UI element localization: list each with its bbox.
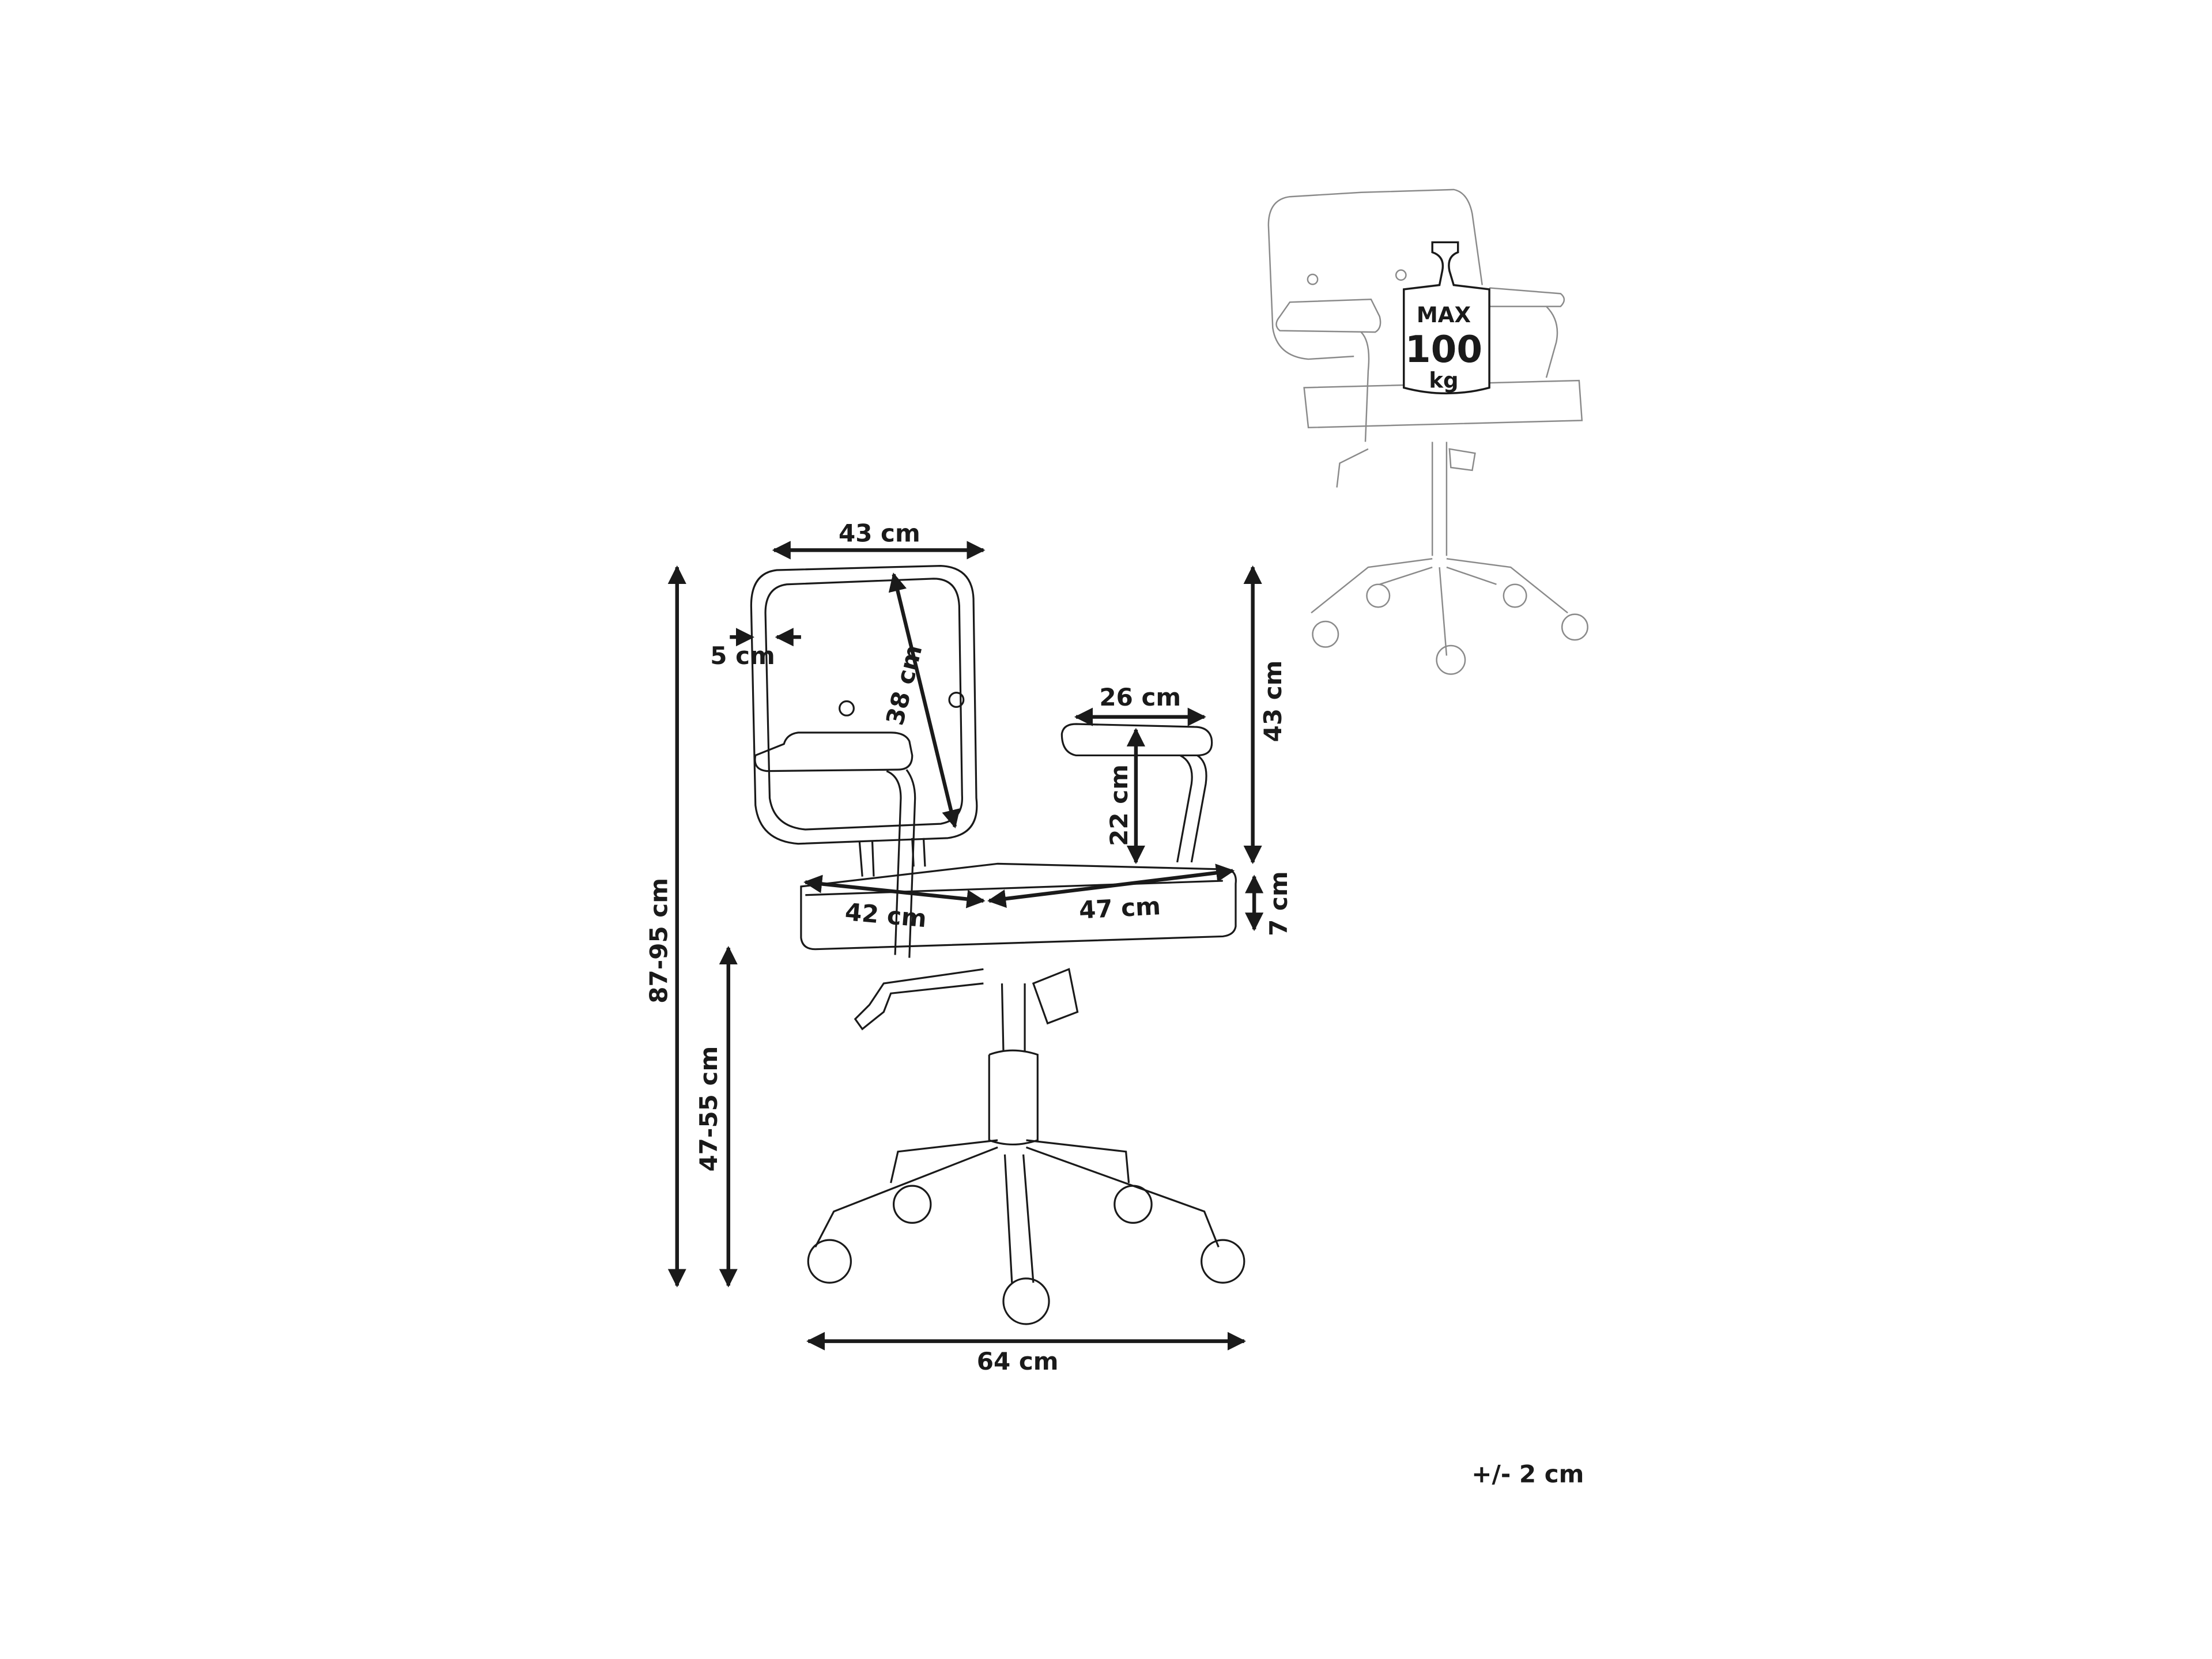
- back-width-label: 43 cm: [839, 519, 920, 548]
- seat-depth-label: 42 cm: [844, 898, 928, 933]
- armrest-length-label: 26 cm: [1099, 683, 1181, 711]
- caster-wheels: [807, 1185, 1245, 1325]
- backrest: [750, 564, 978, 845]
- base-width-label: 64 cm: [977, 1347, 1059, 1375]
- right-armrest: [1060, 723, 1213, 757]
- max-load-unit: kg: [1429, 368, 1458, 393]
- seat-width-label: 47 cm: [1078, 892, 1161, 924]
- star-base: [814, 1139, 1220, 1283]
- main-chair-drawing: [750, 564, 1245, 1325]
- tilt-knob: [1032, 968, 1079, 1025]
- max-load-chair-drawing: MAX 100 kg: [1267, 188, 1588, 675]
- seat-height-label: 47-55 cm: [694, 1046, 723, 1172]
- max-load-label: MAX: [1417, 303, 1471, 327]
- left-armrest: [754, 732, 914, 772]
- dimension-arrows: [667, 541, 1264, 1351]
- total-height-label: 87-95 cm: [644, 878, 673, 1004]
- tolerance-note: +/- 2 cm: [1471, 1460, 1584, 1488]
- seat-thickness-label: 7 cm: [1264, 871, 1293, 936]
- button-icon: [839, 700, 855, 717]
- armrest-height-label: 22 cm: [1105, 764, 1133, 846]
- height-lever: [854, 968, 984, 1031]
- back-thickness-label: 5 cm: [710, 642, 775, 670]
- arm-to-seat-label: 43 cm: [1259, 661, 1287, 742]
- weight-icon: MAX 100 kg: [1403, 241, 1490, 395]
- gas-lift: [988, 983, 1039, 1146]
- max-load-value: 100: [1405, 328, 1482, 371]
